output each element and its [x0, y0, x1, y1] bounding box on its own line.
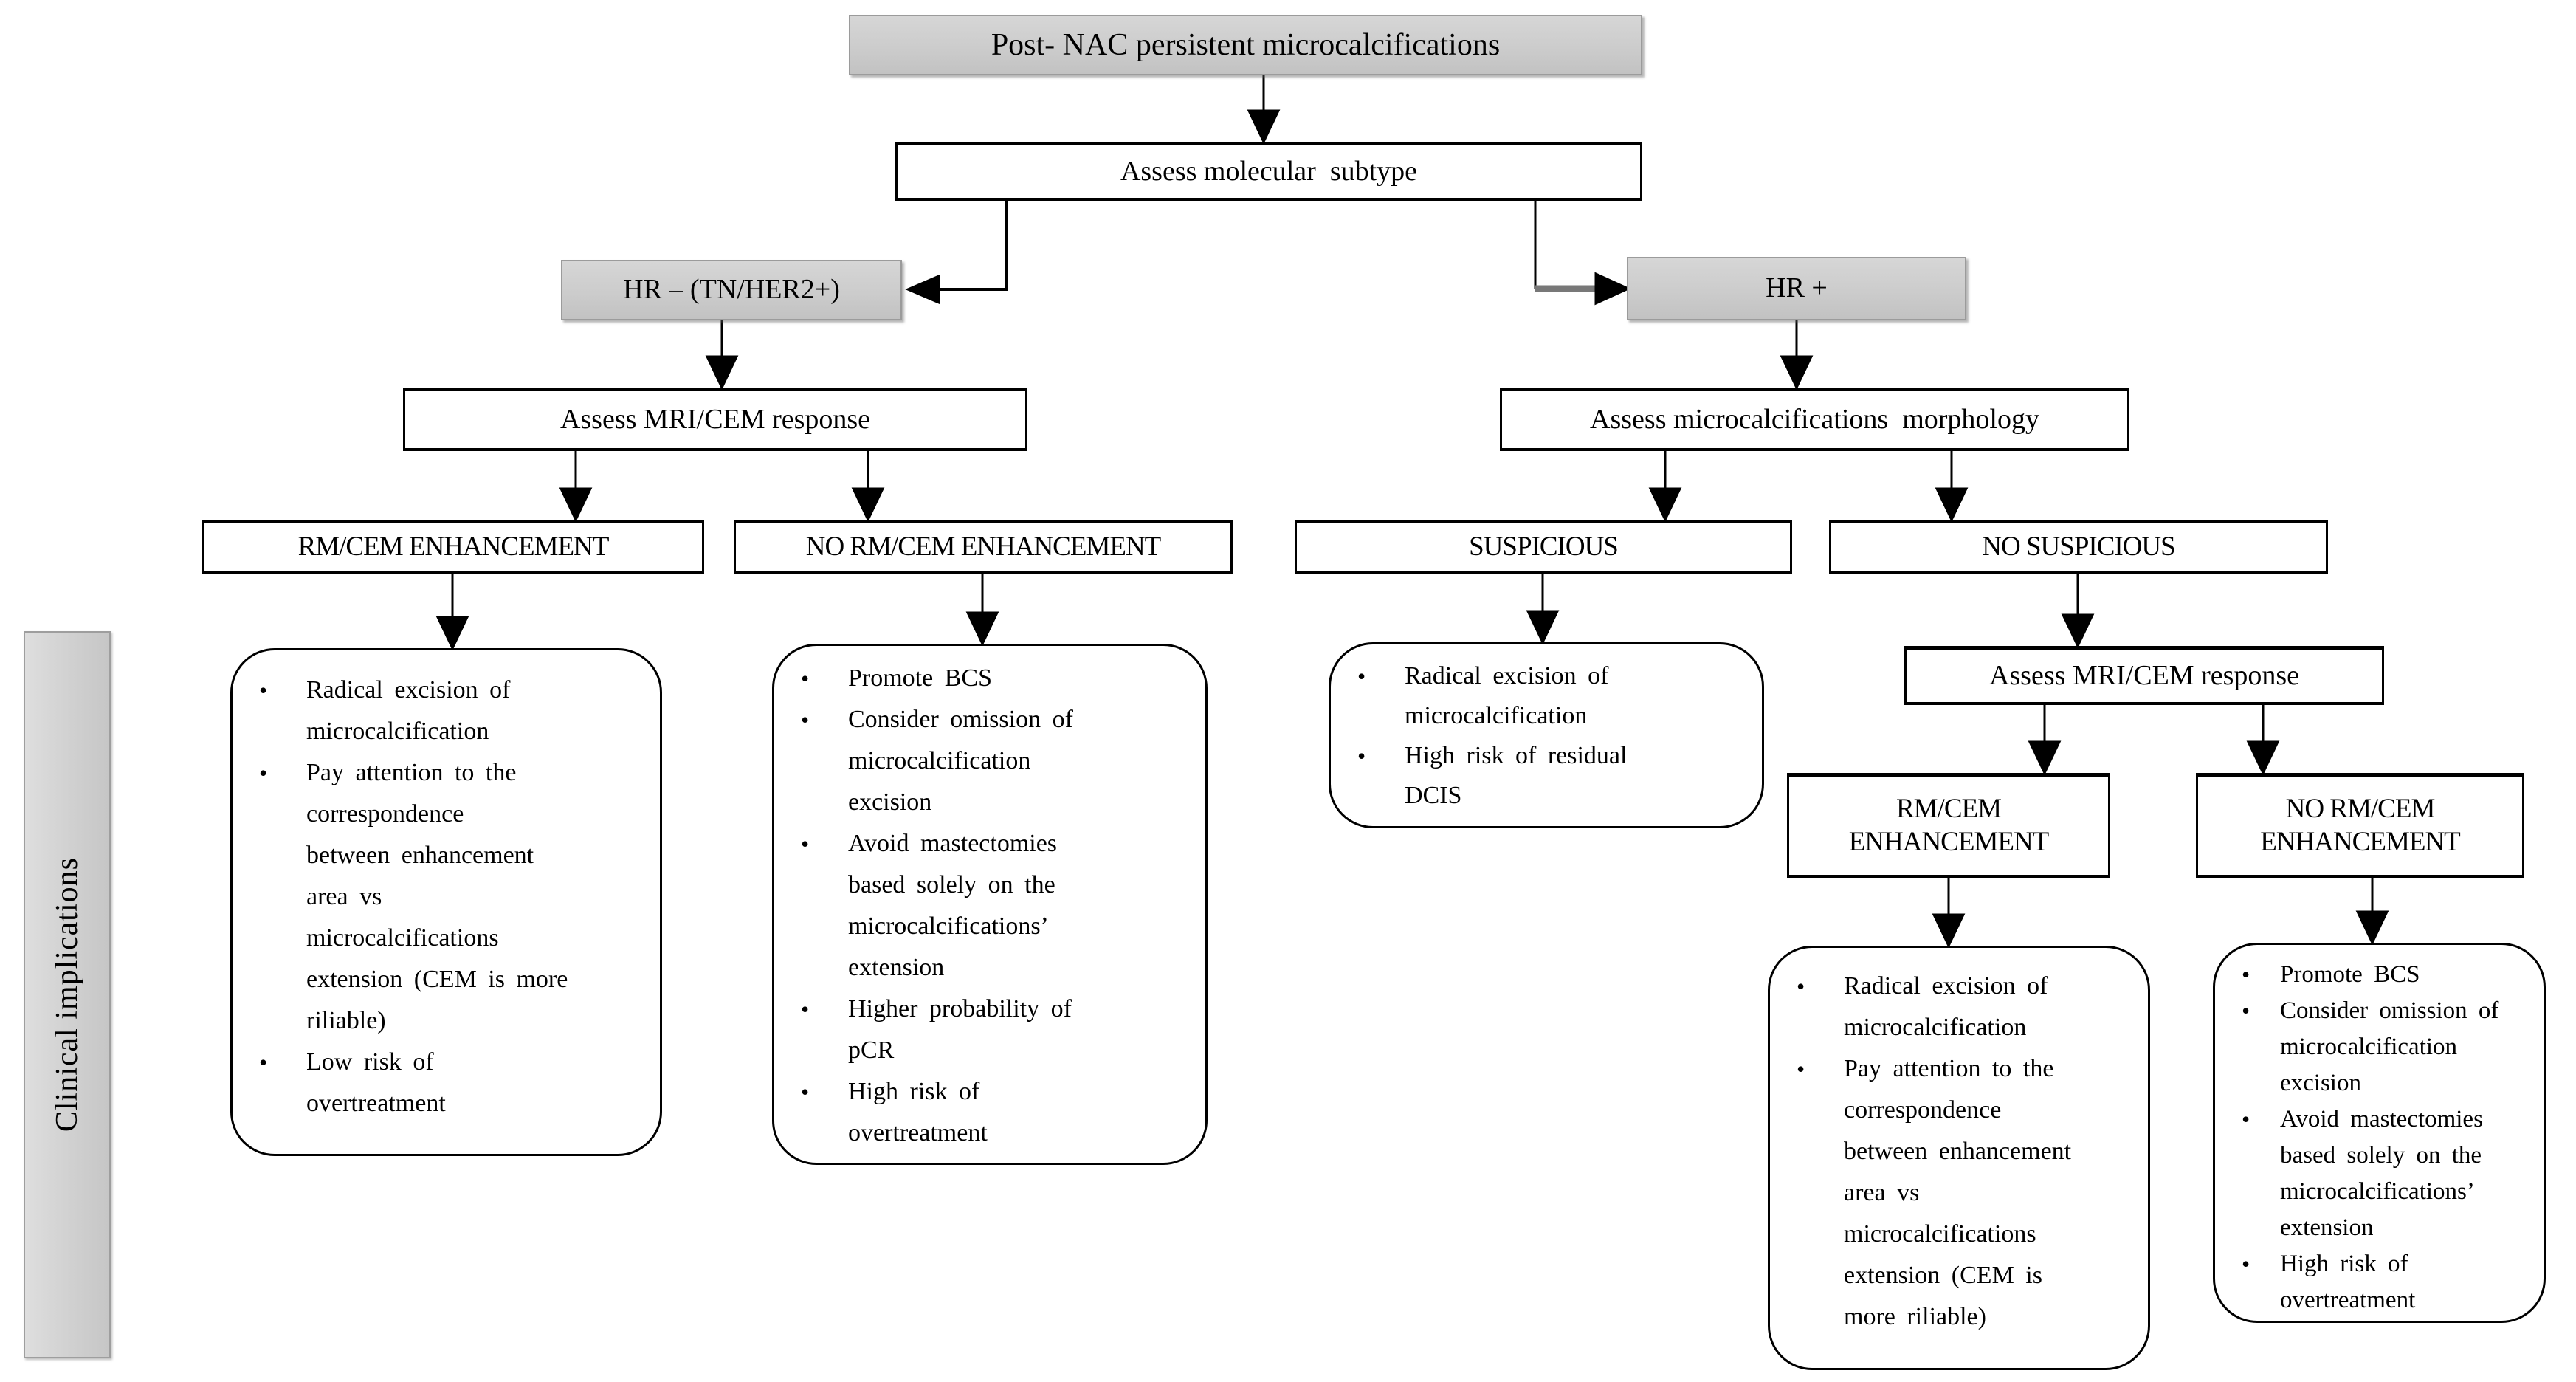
outcome-box-suspicious: Radical excision of microcalcification H… [1329, 642, 1764, 828]
node-hr-negative-label: HR – (TN/HER2+) [623, 274, 840, 306]
bullet-item: Consider omission of microcalcification … [774, 699, 1198, 823]
outcome-box2-list: Promote BCS Consider omission of microca… [774, 658, 1198, 1154]
arrow-rmcem-right-to-outcome4 [1932, 878, 1966, 949]
node-no-rmcem-enhancement-right-line2: ENHANCEMENT [2260, 826, 2461, 857]
node-rmcem-enhancement-left-label: RM/CEM ENHANCEMENT [297, 532, 610, 563]
bullet-item: High risk of residual DCIS [1331, 736, 1754, 816]
bullet-item: Pay attention to the correspondence betw… [1770, 1048, 2141, 1338]
node-root: Post- NAC persistent microcalcifications [849, 15, 1642, 75]
bullet-item: Consider omission of microcalcification … [2215, 993, 2539, 1101]
node-rmcem-enhancement-left: RM/CEM ENHANCEMENT [202, 520, 704, 574]
arrow-molecular-to-hr-positive [1534, 201, 1631, 306]
node-hr-positive-label: HR + [1766, 272, 1828, 304]
node-suspicious: SUSPICIOUS [1295, 520, 1792, 574]
bullet-item: Avoid mastectomies based solely on the m… [774, 823, 1198, 989]
outcome-box-no-rmcem-right: Promote BCS Consider omission of microca… [2213, 943, 2546, 1323]
node-rmcem-enhancement-right-line2: ENHANCEMENT [1848, 826, 2050, 857]
bullet-item: High risk of overtreatment [774, 1071, 1198, 1154]
node-no-suspicious: NO SUSPICIOUS [1829, 520, 2328, 574]
node-assess-morphology-label: Assess microcalcifications morphology [1590, 403, 2039, 435]
bullet-item: Promote BCS [2215, 957, 2539, 993]
node-hr-positive: HR + [1627, 257, 1966, 320]
arrow-assess-left-to-rmcem [559, 451, 593, 523]
clinical-implications-bar: Clinical implications [24, 631, 111, 1358]
arrow-morphology-to-no-suspicious [1935, 451, 1969, 523]
node-rmcem-enhancement-right: RM/CEM ENHANCEMENT [1787, 773, 2110, 878]
node-hr-negative: HR – (TN/HER2+) [561, 260, 902, 320]
arrow-rmcem-to-outcome1 [435, 574, 469, 651]
arrow-no-rmcem-to-outcome2 [965, 574, 999, 647]
outcome-box5-list: Promote BCS Consider omission of microca… [2215, 957, 2539, 1319]
node-no-suspicious-label: NO SUSPICIOUS [1982, 532, 2175, 563]
arrow-hr-positive-to-morphology [1780, 320, 1814, 391]
node-assess-morphology: Assess microcalcifications morphology [1500, 388, 2129, 451]
outcome-box-rmcem-left: Radical excision of microcalcification P… [230, 648, 662, 1156]
bullet-item: Radical excision of microcalcification [1770, 966, 2141, 1048]
node-rmcem-enhancement-right-line1: RM/CEM [1895, 794, 2002, 825]
node-root-label: Post- NAC persistent microcalcifications [991, 27, 1501, 62]
node-assess-mri-cem-right: Assess MRI/CEM response [1904, 646, 2384, 705]
bullet-item: Promote BCS [774, 658, 1198, 699]
arrow-assess-right-to-rmcem [2028, 705, 2062, 776]
bullet-item: Higher probability of pCR [774, 989, 1198, 1071]
arrow-molecular-to-hr-negative [905, 201, 1008, 305]
arrow-suspicious-to-outcome3 [1526, 574, 1560, 645]
node-no-rmcem-enhancement-left: NO RM/CEM ENHANCEMENT [734, 520, 1233, 574]
node-molecular-subtype: Assess molecular subtype [895, 142, 1642, 201]
arrow-assess-left-to-no-rmcem [851, 451, 885, 523]
outcome-box1-list: Radical excision of microcalcification P… [233, 670, 652, 1124]
bullet-item: Avoid mastectomies based solely on the m… [2215, 1101, 2539, 1246]
arrow-no-rmcem-right-to-outcome5 [2355, 878, 2389, 946]
node-no-rmcem-enhancement-right: NO RM/CEM ENHANCEMENT [2196, 773, 2524, 878]
arrow-morphology-to-suspicious [1648, 451, 1682, 523]
bullet-item: Radical excision of microcalcification [1331, 656, 1754, 736]
clinical-implications-label: Clinical implications [50, 857, 84, 1132]
arrow-hr-negative-to-assess-left [705, 320, 739, 391]
bullet-item: Pay attention to the correspondence betw… [233, 752, 652, 1042]
node-no-rmcem-enhancement-left-label: NO RM/CEM ENHANCEMENT [805, 532, 1162, 563]
node-assess-mri-cem-right-label: Assess MRI/CEM response [1988, 659, 2300, 691]
bullet-item: Low risk of overtreatment [233, 1042, 652, 1124]
node-molecular-subtype-label: Assess molecular subtype [1120, 155, 1418, 187]
outcome-box-no-rmcem-left: Promote BCS Consider omission of microca… [772, 644, 1208, 1165]
arrow-no-suspicious-to-assess-right [2061, 574, 2095, 649]
node-no-rmcem-enhancement-right-line1: NO RM/CEM [2285, 794, 2436, 825]
bullet-item: High risk of overtreatment [2215, 1246, 2539, 1319]
node-assess-mri-cem-left: Assess MRI/CEM response [403, 388, 1027, 451]
node-suspicious-label: SUSPICIOUS [1469, 532, 1619, 563]
bullet-item: Radical excision of microcalcification [233, 670, 652, 752]
arrow-assess-right-to-no-rmcem [2246, 705, 2280, 776]
arrow-root-to-molecular [1247, 75, 1281, 145]
outcome-box3-list: Radical excision of microcalcification H… [1331, 656, 1754, 816]
node-assess-mri-cem-left-label: Assess MRI/CEM response [559, 403, 871, 435]
outcome-box-rmcem-right: Radical excision of microcalcification P… [1768, 946, 2150, 1370]
outcome-box4-list: Radical excision of microcalcification P… [1770, 966, 2141, 1338]
